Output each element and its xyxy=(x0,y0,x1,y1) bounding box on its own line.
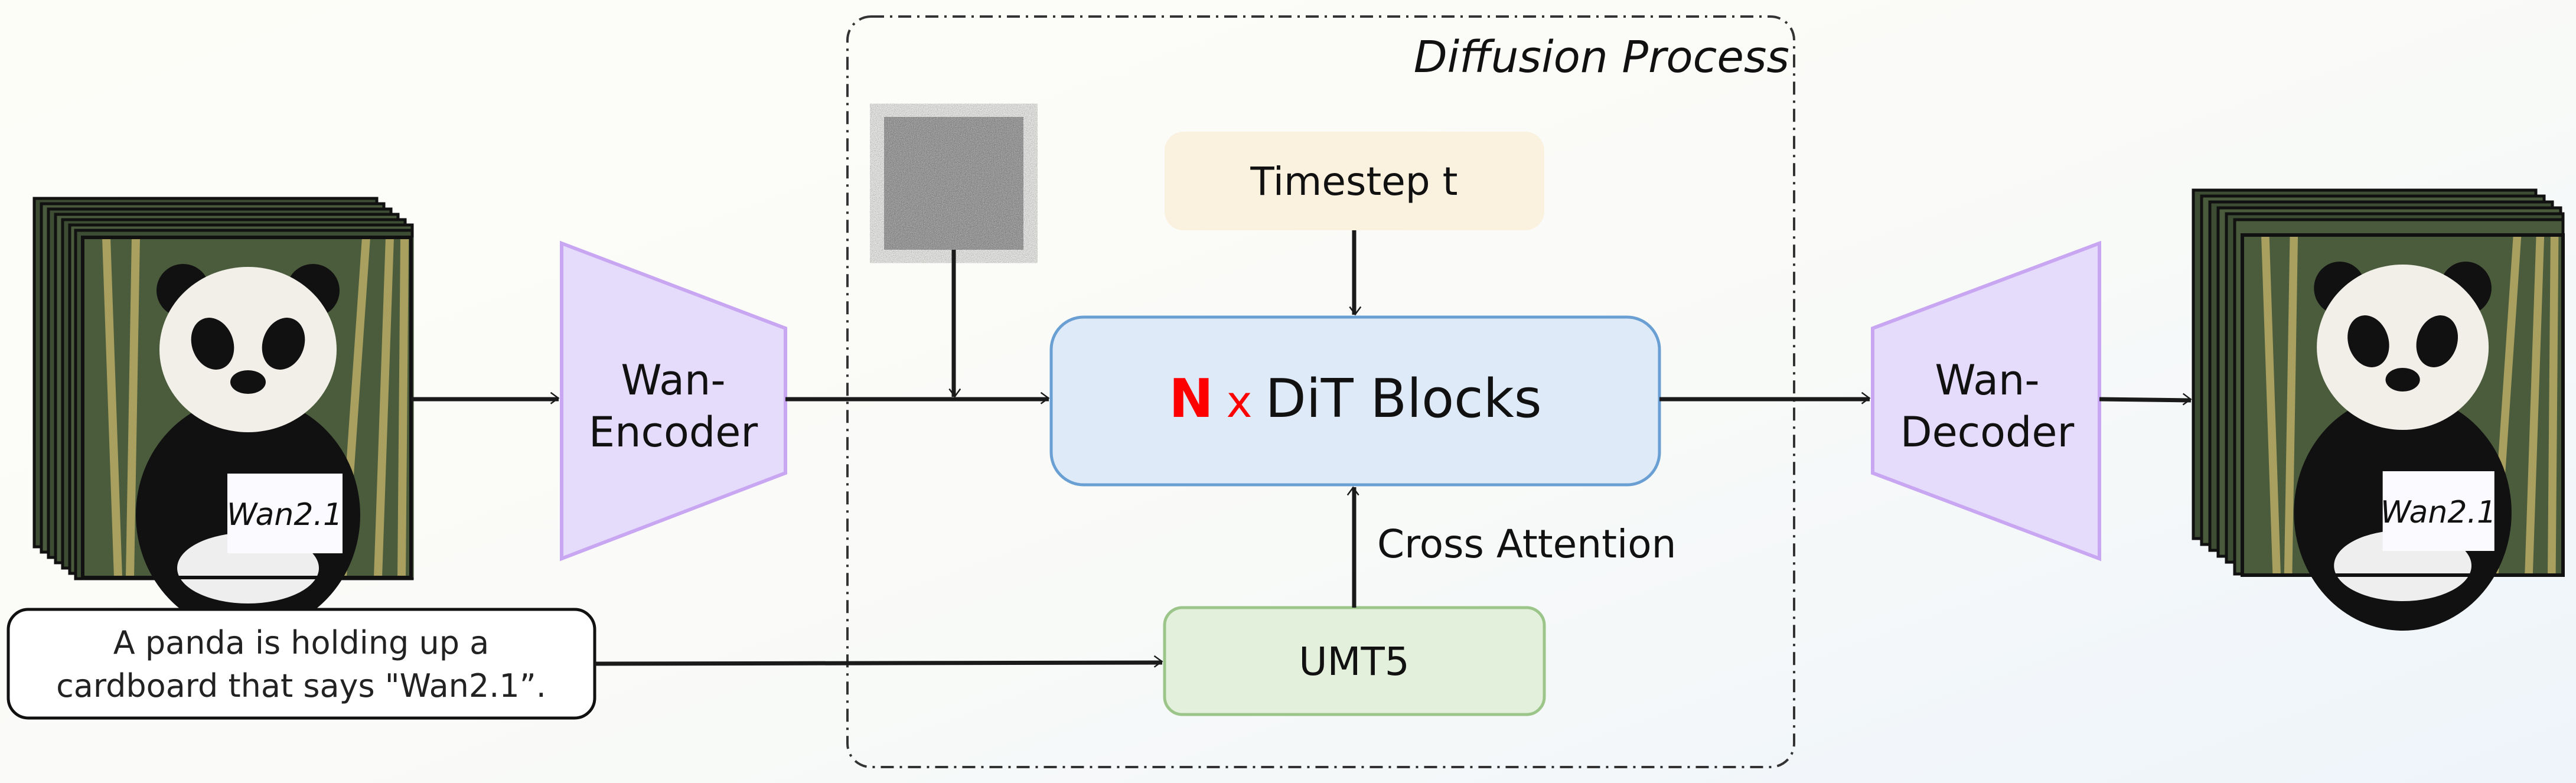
encoder-label-line2: Encoder xyxy=(589,408,758,456)
arrow-decoder-to-output xyxy=(2099,393,2192,406)
arrow-prompt-to-umt5 xyxy=(594,655,1163,668)
input-video-frames: Wan2.1 xyxy=(32,197,413,633)
timestep-block xyxy=(1165,132,1544,230)
encoder-label-line1: Wan- xyxy=(621,356,725,404)
wan-decoder-block xyxy=(1871,240,2101,562)
wan-encoder-block xyxy=(560,240,787,562)
connectors xyxy=(411,230,2192,668)
cross-attention-label: Cross Attention xyxy=(1377,521,1677,567)
prompt-line2: cardboard that says "Wan2.1”. xyxy=(56,667,546,704)
input-sign-text: Wan2.1 xyxy=(227,497,343,533)
dit-n-count: N xyxy=(1169,368,1213,430)
prompt-line1: A panda is holding up a xyxy=(113,624,490,661)
output-sign-text: Wan2.1 xyxy=(2381,495,2496,530)
decoder-label-line2: Decoder xyxy=(1900,408,2075,456)
umt5-label: UMT5 xyxy=(1299,639,1410,684)
timestep-label: Timestep t xyxy=(1250,159,1457,204)
output-video-frames: Wan2.1 xyxy=(2192,188,2563,631)
dit-blocks-label: DiT Blocks xyxy=(1265,368,1541,430)
dit-times-symbol: x xyxy=(1227,377,1253,428)
noise-texture xyxy=(884,117,1023,250)
diffusion-process-group xyxy=(846,15,1795,768)
diffusion-process-label: Diffusion Process xyxy=(1414,32,1789,83)
decoder-label-line1: Wan- xyxy=(1935,356,2039,404)
